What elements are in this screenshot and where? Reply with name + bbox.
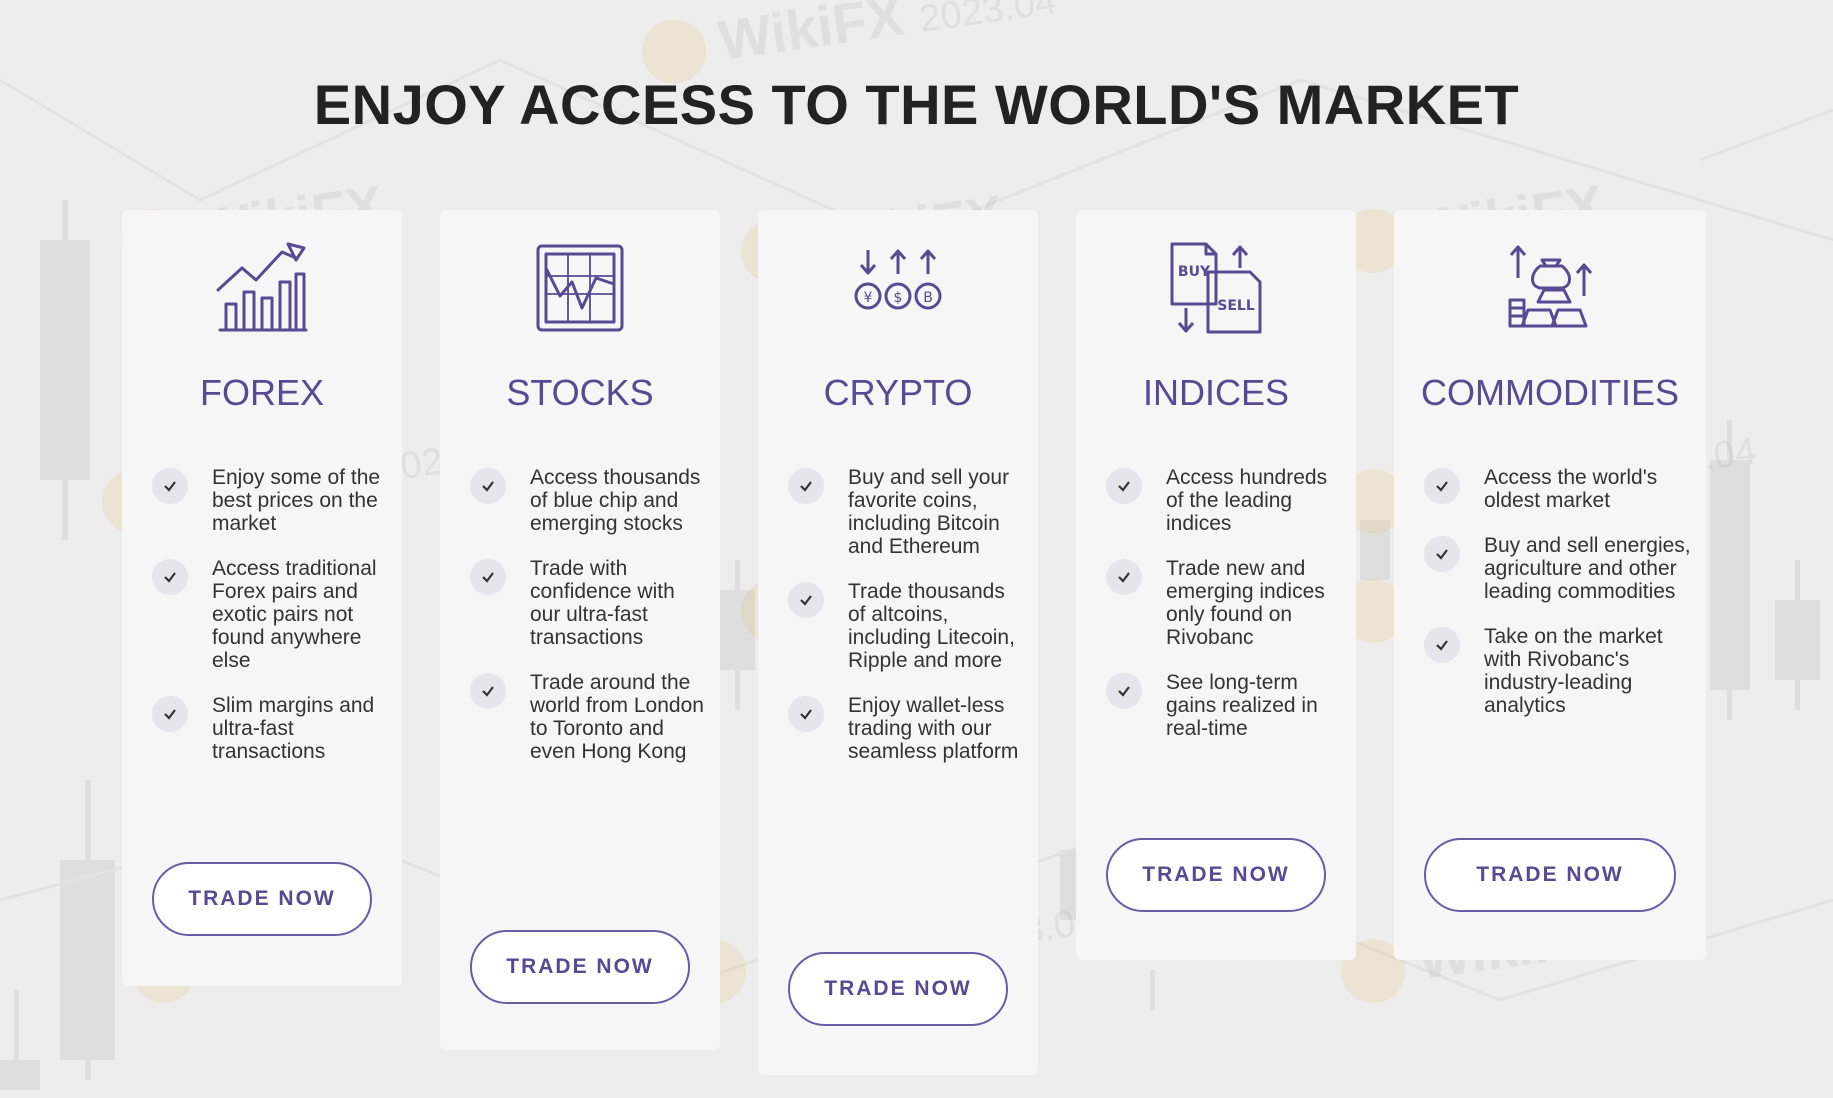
feature-item: Access traditional Forex pairs and exoti… xyxy=(152,557,392,672)
check-icon xyxy=(1424,468,1460,504)
crypto-coins-icon: ¥ $ B xyxy=(848,238,948,338)
card-title: INDICES xyxy=(1142,372,1290,413)
feature-text: Access the world's oldest market xyxy=(1484,466,1658,512)
check-icon xyxy=(152,696,188,732)
svg-text:¥: ¥ xyxy=(864,290,873,306)
feature-text: Trade thousands of altcoins, including L… xyxy=(848,580,1015,672)
market-card-indices: BUY SELL INDICES Access hundreds of the … xyxy=(1076,210,1356,960)
check-icon xyxy=(1106,673,1142,709)
check-icon xyxy=(470,673,506,709)
check-icon xyxy=(152,468,188,504)
check-icon xyxy=(1106,559,1142,595)
feature-item: Access thousands of blue chip and emergi… xyxy=(470,466,710,535)
feature-item: Access the world's oldest market xyxy=(1424,466,1696,512)
check-icon xyxy=(788,696,824,732)
card-title: CRYPTO xyxy=(823,372,973,413)
feature-text: See long-term gains realized in real-tim… xyxy=(1166,671,1318,740)
feature-item: Trade around the world from London to To… xyxy=(470,671,710,763)
feature-list: Access hundreds of the leading indices T… xyxy=(1106,466,1346,762)
feature-item: See long-term gains realized in real-tim… xyxy=(1106,671,1346,740)
check-icon xyxy=(470,559,506,595)
svg-text:B: B xyxy=(923,290,933,306)
svg-text:SELL: SELL xyxy=(1217,298,1255,314)
trade-now-button-crypto[interactable]: TRADE NOW xyxy=(788,952,1008,1026)
trade-now-button-forex[interactable]: TRADE NOW xyxy=(152,862,372,936)
feature-text: Trade new and emerging indices only foun… xyxy=(1166,557,1325,649)
feature-item: Take on the market with Rivobanc's indus… xyxy=(1424,625,1696,717)
feature-item: Enjoy wallet-less trading with our seaml… xyxy=(788,694,1028,763)
feature-text: Buy and sell energies, agriculture and o… xyxy=(1484,534,1691,603)
feature-text: Buy and sell your favorite coins, includ… xyxy=(848,466,1010,558)
page-title: ENJOY ACCESS TO THE WORLD'S MARKET xyxy=(313,73,1520,136)
trade-now-button-commodities[interactable]: TRADE NOW xyxy=(1424,838,1676,912)
check-icon xyxy=(1424,536,1460,572)
feature-item: Trade thousands of altcoins, including L… xyxy=(788,580,1028,672)
svg-text:$: $ xyxy=(894,290,903,306)
chart-arrow-up-icon xyxy=(212,238,312,338)
feature-text: Enjoy some of the best prices on the mar… xyxy=(212,466,381,535)
check-icon xyxy=(152,559,188,595)
card-title: STOCKS xyxy=(506,372,654,413)
feature-item: Buy and sell energies, agriculture and o… xyxy=(1424,534,1696,603)
feature-item: Buy and sell your favorite coins, includ… xyxy=(788,466,1028,558)
trade-now-button-indices[interactable]: TRADE NOW xyxy=(1106,838,1326,912)
feature-text: Access hundreds of the leading indices xyxy=(1166,466,1328,535)
feature-list: Access the world's oldest market Buy and… xyxy=(1424,466,1696,739)
stock-chart-icon xyxy=(530,238,630,338)
check-icon xyxy=(788,468,824,504)
feature-text: Trade with confidence with our ultra-fas… xyxy=(530,557,675,649)
feature-text: Take on the market with Rivobanc's indus… xyxy=(1484,625,1663,717)
feature-text: Slim margins and ultra-fast transactions xyxy=(212,694,375,763)
feature-list: Buy and sell your favorite coins, includ… xyxy=(788,466,1028,785)
svg-text:BUY: BUY xyxy=(1178,264,1211,280)
feature-text: Access thousands of blue chip and emergi… xyxy=(530,466,701,535)
feature-item: Trade new and emerging indices only foun… xyxy=(1106,557,1346,649)
market-card-stocks: STOCKS Access thousands of blue chip and… xyxy=(440,210,720,1050)
feature-list: Enjoy some of the best prices on the mar… xyxy=(152,466,392,785)
feature-text: Access traditional Forex pairs and exoti… xyxy=(212,557,377,672)
card-title: FOREX xyxy=(199,372,324,413)
check-icon xyxy=(1424,627,1460,663)
card-title: COMMODITIES xyxy=(1421,372,1679,413)
check-icon xyxy=(470,468,506,504)
feature-text: Trade around the world from London to To… xyxy=(530,671,704,763)
market-card-forex: FOREX Enjoy some of the best prices on t… xyxy=(122,210,402,986)
feature-item: Trade with confidence with our ultra-fas… xyxy=(470,557,710,649)
trade-now-button-stocks[interactable]: TRADE NOW xyxy=(470,930,690,1004)
gold-bars-icon xyxy=(1500,238,1600,338)
feature-list: Access thousands of blue chip and emergi… xyxy=(470,466,710,785)
market-card-crypto: ¥ $ B CRYPTO Buy and sell your favorite … xyxy=(758,210,1038,1075)
feature-item: Slim margins and ultra-fast transactions xyxy=(152,694,392,763)
feature-item: Enjoy some of the best prices on the mar… xyxy=(152,466,392,535)
check-icon xyxy=(788,582,824,618)
buy-sell-documents-icon: BUY SELL xyxy=(1166,238,1266,338)
feature-item: Access hundreds of the leading indices xyxy=(1106,466,1346,535)
market-card-commodities: COMMODITIES Access the world's oldest ma… xyxy=(1394,210,1706,960)
feature-text: Enjoy wallet-less trading with our seaml… xyxy=(848,694,1019,763)
check-icon xyxy=(1106,468,1142,504)
